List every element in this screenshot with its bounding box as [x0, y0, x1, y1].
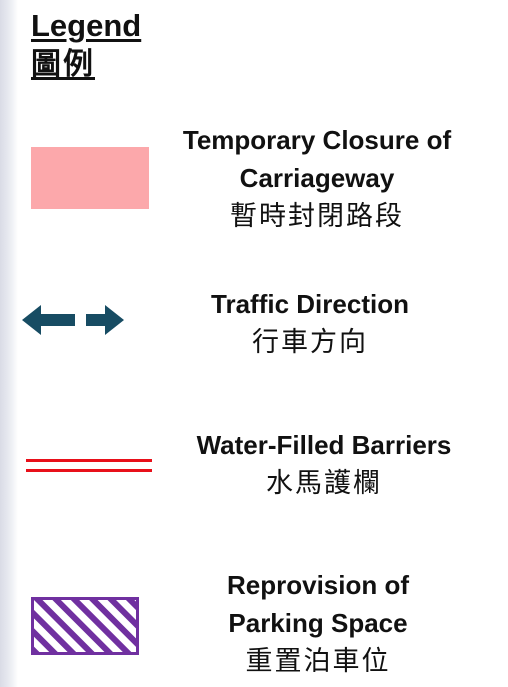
legend-title-en: Legend — [31, 8, 142, 43]
parking-label-en-2: Parking Space — [228, 608, 408, 638]
closure-label-en-1: Temporary Closure of — [182, 125, 452, 155]
traffic-label-zh: 行車方向 — [252, 327, 368, 357]
traffic-label-en: Traffic Direction — [211, 289, 409, 319]
legend-item-parking: Reprovision of Parking Space 重置泊車位 — [168, 566, 468, 680]
parking-hatch-icon — [31, 597, 139, 655]
parking-label-en-1: Reprovision of — [226, 570, 409, 600]
traffic-direction-arrow-icon — [22, 305, 124, 335]
water-barrier-line-icon — [26, 459, 152, 472]
barriers-label-zh: 水馬護欄 — [266, 468, 382, 498]
map-edge — [0, 0, 18, 687]
legend-title-zh: 圖例 — [31, 48, 95, 81]
parking-label-zh: 重置泊車位 — [245, 646, 391, 676]
closure-swatch-icon — [31, 147, 149, 209]
closure-label-zh: 暫時封閉路段 — [230, 201, 404, 231]
legend-title: Legend 圖例 — [31, 8, 141, 86]
barriers-label-en: Water-Filled Barriers — [196, 430, 452, 460]
closure-label-en-2: Carriageway — [239, 163, 395, 193]
legend-item-barriers: Water-Filled Barriers 水馬護欄 — [165, 426, 483, 502]
legend-item-traffic: Traffic Direction 行車方向 — [160, 285, 460, 361]
legend-item-closure: Temporary Closure of Carriageway 暫時封閉路段 — [152, 121, 482, 235]
